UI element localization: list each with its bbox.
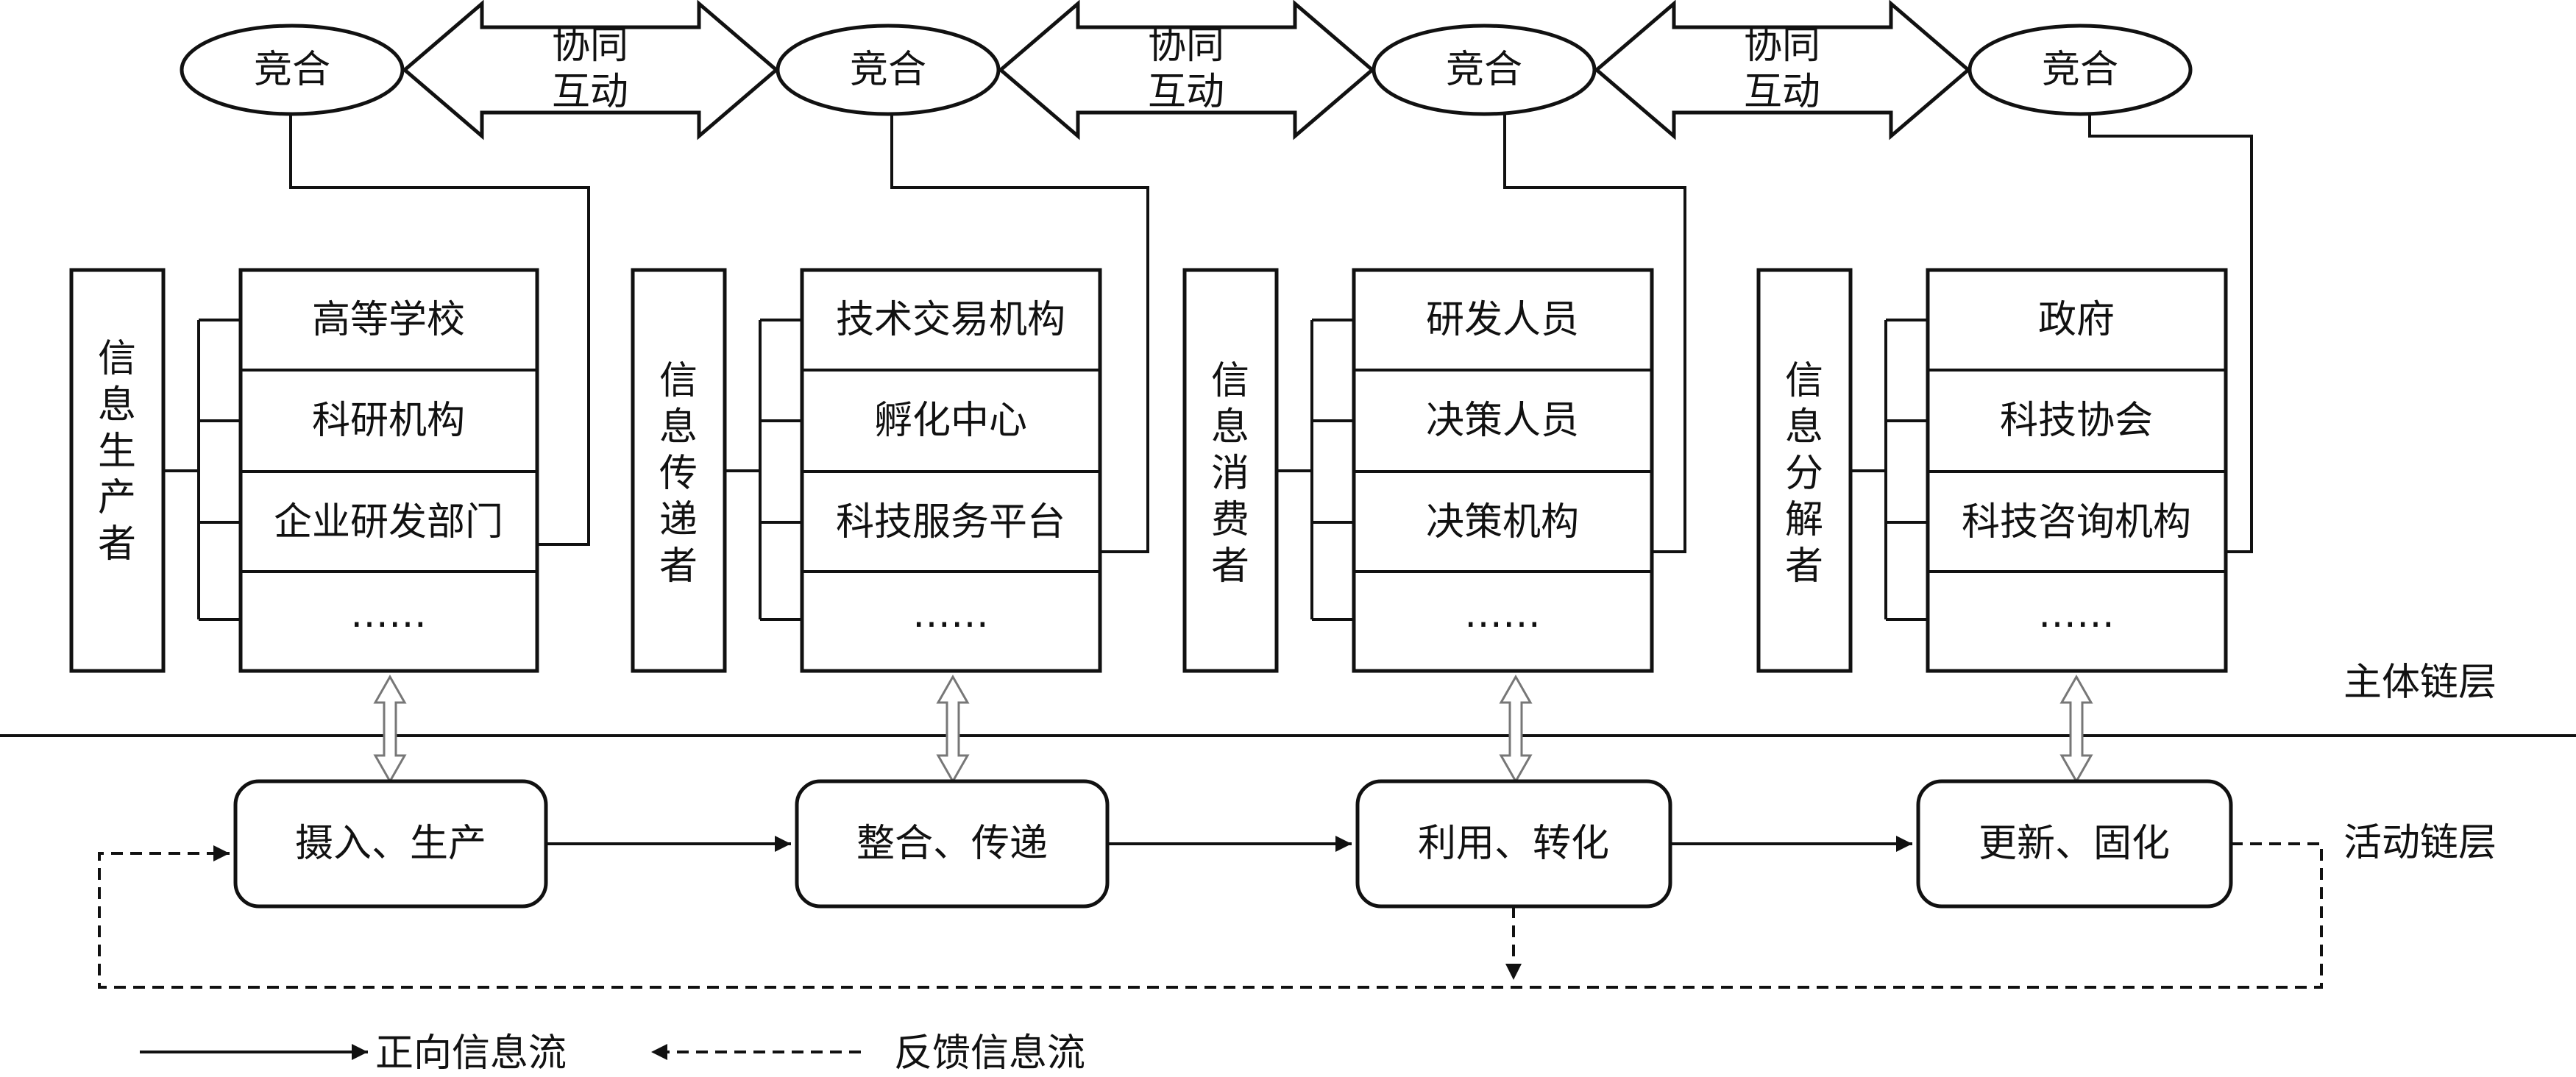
role-char: 者	[98, 522, 136, 566]
role-char: 息	[98, 383, 136, 427]
role-char: 者	[1211, 544, 1249, 589]
legend: 正向信息流 反馈信息流	[140, 1031, 1085, 1076]
activity-intake-production: 摄入、生产	[233, 779, 548, 909]
arrow-label-line2: 互动	[1148, 70, 1224, 114]
item-label: ……	[2038, 592, 2115, 636]
group-consumer: 信 息 消 费 者 研发人员 决策人员 决策机构 ……	[1182, 268, 1654, 673]
legend-feedback-label: 反馈信息流	[894, 1031, 1085, 1076]
activity-integration-transfer: 整合、传递	[795, 779, 1110, 909]
double-arrow-collaboration-1: 协同 互动	[402, 0, 779, 141]
role-char: 递	[659, 498, 698, 542]
item-label: ……	[912, 592, 989, 636]
role-box	[1182, 268, 1279, 673]
activity-row: 摄入、生产 整合、传递 利用、转化 更新、固化	[233, 779, 2233, 909]
activity-label: 摄入、生产	[295, 822, 486, 866]
ellipse-competition-2: 竞合	[776, 24, 1001, 116]
activity-label: 更新、固化	[1979, 822, 2170, 866]
role-char: 信	[1785, 359, 1823, 403]
double-arrow-vertical	[2059, 674, 2093, 784]
activity-update-solidify: 更新、固化	[1916, 779, 2233, 909]
role-char: 消	[1211, 452, 1249, 496]
layer-links	[373, 674, 2093, 784]
role-char: 信	[1211, 359, 1249, 403]
ellipse-connectors	[289, 114, 2253, 553]
role-char: 分	[1785, 452, 1823, 496]
role-char: 解	[1785, 498, 1823, 542]
item-label: 研发人员	[1426, 298, 1579, 342]
item-label: ……	[350, 592, 427, 636]
arrow-label-line1: 协同	[1148, 24, 1224, 68]
activity-label: 整合、传递	[856, 822, 1048, 866]
top-row: 竞合 竞合 竞合 竞合 协同 互动 协同 互动 协同 互动	[180, 0, 2193, 141]
role-char: 息	[659, 405, 698, 449]
ellipse-competition-3: 竞合	[1372, 24, 1597, 116]
item-label: 科技咨询机构	[1962, 500, 2191, 544]
feedback-flow	[98, 842, 2323, 989]
ellipse-label: 竞合	[850, 48, 926, 92]
role-char: 信	[98, 337, 136, 381]
activity-layer-label: 活动链层	[2343, 821, 2497, 865]
role-char: 息	[1211, 405, 1249, 449]
role-char: 者	[1785, 544, 1823, 589]
role-box	[69, 268, 166, 673]
bracket-lines	[1277, 319, 1354, 621]
group-transmitter: 信 息 传 递 者 技术交易机构 孵化中心 科技服务平台 ……	[631, 268, 1102, 673]
role-char: 息	[1785, 405, 1823, 449]
arrow-label-line1: 协同	[552, 24, 628, 68]
role-char: 费	[1211, 498, 1249, 542]
group-decomposer: 信 息 分 解 者 政府 科技协会 科技咨询机构 ……	[1756, 268, 2228, 673]
item-label: 决策人员	[1426, 399, 1579, 443]
double-arrow-collaboration-3: 协同 互动	[1594, 0, 1971, 141]
arrow-label-line2: 互动	[552, 70, 628, 114]
role-label: 信 息 传 递 者	[659, 359, 698, 589]
group-producer: 信 息 生 产 者 高等学校 科研机构 企业研发部门 ……	[69, 268, 539, 673]
legend-forward-label: 正向信息流	[375, 1031, 567, 1076]
arrow-label-line1: 协同	[1744, 24, 1820, 68]
ellipse-competition-1: 竞合	[180, 24, 405, 116]
double-arrow-vertical	[1499, 674, 1533, 784]
item-label: 技术交易机构	[836, 298, 1065, 342]
activity-use-transform: 利用、转化	[1355, 779, 1672, 909]
role-label: 信 息 消 费 者	[1211, 359, 1249, 589]
role-char: 生	[98, 430, 136, 474]
double-arrow-collaboration-2: 协同 互动	[998, 0, 1375, 141]
item-dividers	[802, 369, 1100, 573]
item-label: ……	[1464, 592, 1541, 636]
double-arrow-vertical	[936, 674, 970, 784]
item-label: 科技协会	[2000, 399, 2153, 443]
role-char: 者	[659, 544, 698, 589]
item-dividers	[1354, 369, 1652, 573]
item-label: 决策机构	[1426, 500, 1579, 544]
bracket-lines	[725, 319, 802, 621]
ellipse-label: 竞合	[1446, 48, 1522, 92]
item-dividers	[241, 369, 537, 573]
role-char: 传	[659, 452, 698, 496]
item-label: 科研机构	[312, 399, 465, 443]
role-char: 信	[659, 359, 698, 403]
arrow-label-line2: 互动	[1744, 70, 1820, 114]
role-box	[631, 268, 727, 673]
role-label: 信 息 生 产 者	[98, 337, 136, 566]
feedback-loop	[98, 842, 2323, 989]
item-label: 孵化中心	[874, 399, 1027, 443]
role-char: 产	[98, 476, 136, 520]
ellipse-competition-4: 竞合	[1968, 24, 2193, 116]
ellipse-label: 竞合	[254, 48, 330, 92]
activity-label: 利用、转化	[1418, 822, 1609, 866]
item-label: 科技服务平台	[836, 500, 1065, 544]
item-label: 企业研发部门	[274, 500, 503, 544]
double-arrow-vertical	[373, 674, 407, 784]
bracket-lines	[163, 319, 241, 621]
subject-layer-label: 主体链层	[2343, 661, 2497, 705]
item-label: 高等学校	[312, 298, 465, 342]
item-label: 政府	[2038, 298, 2115, 342]
role-box	[1756, 268, 1853, 673]
item-dividers	[1928, 369, 2226, 573]
role-label: 信 息 分 解 者	[1785, 359, 1823, 589]
bracket-lines	[1851, 319, 1928, 621]
ellipse-label: 竞合	[2042, 48, 2118, 92]
